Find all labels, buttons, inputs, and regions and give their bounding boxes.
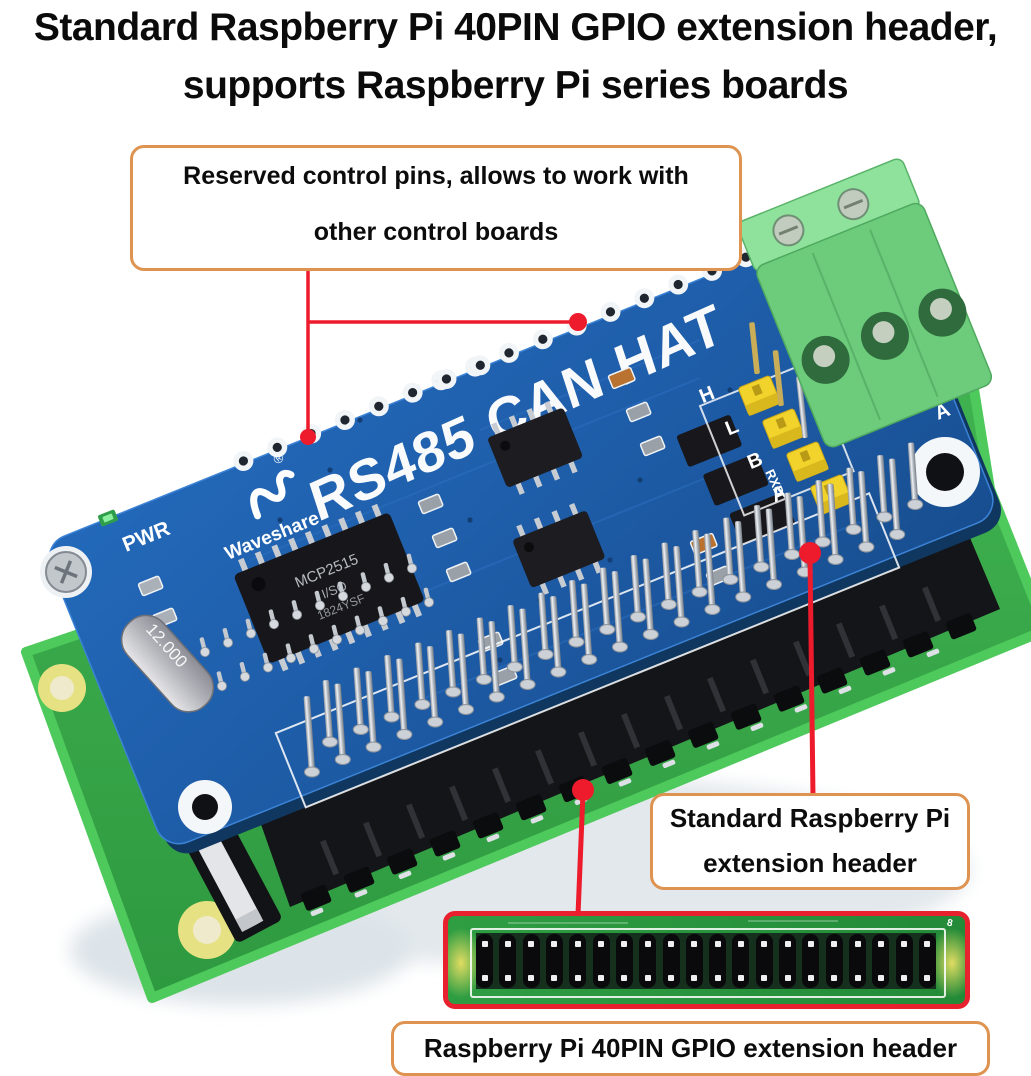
callout-reserved-pins: Reserved control pins, allows to work wi…	[130, 145, 742, 271]
hat-mount-hole-right	[910, 437, 980, 507]
header-pin-column	[499, 934, 517, 988]
header-pin-column	[732, 934, 750, 988]
gpio-header-inset-photo: 8	[443, 911, 970, 1009]
screw-terminal	[737, 158, 993, 448]
hat-board: RS485 CAN HAT ® Waveshare PWR	[40, 158, 1002, 854]
header-pin-column	[476, 934, 493, 988]
header-pin-column	[685, 934, 703, 988]
header-pin-column	[545, 934, 563, 988]
gpio-pins-back-row	[322, 442, 924, 748]
callout-text: extension header	[703, 848, 917, 878]
header-pin-column	[825, 934, 843, 988]
reserved-pin-holes-row-lower	[233, 355, 491, 472]
page-title-line-1: Standard Raspberry Pi 40PIN GPIO extensi…	[33, 6, 998, 49]
optocoupler-chips	[676, 415, 795, 545]
page-title-line-2: supports Raspberry Pi series boards	[182, 64, 849, 107]
callout-text: other control boards	[313, 218, 559, 246]
silkscreen-outline	[470, 928, 946, 998]
header-pin-column	[709, 934, 727, 988]
hat-mount-hole-left	[178, 780, 232, 834]
header-pin-column	[872, 934, 890, 988]
pi-edge-castellations	[310, 648, 940, 917]
gpio-pins-front-row	[303, 458, 906, 778]
hat-mount-screw	[40, 546, 92, 598]
gpio-header-separators	[320, 586, 942, 876]
header-pin-column	[755, 934, 773, 988]
callout-text: Reserved control pins, allows to work wi…	[183, 162, 689, 190]
gpio-header-teeth	[300, 613, 977, 911]
jumper-caps	[738, 375, 853, 515]
header-pin-column	[639, 934, 657, 988]
pcb-trace	[748, 920, 838, 922]
callout-gpio-header: Raspberry Pi 40PIN GPIO extension header	[391, 1021, 990, 1076]
header-pin-column	[592, 934, 610, 988]
header-pin-column	[779, 934, 797, 988]
transceiver-chip-2	[513, 503, 605, 596]
header-pin-column	[802, 934, 820, 988]
header-pin-column	[662, 934, 680, 988]
header-pin-column	[918, 934, 936, 988]
header-pin-column	[615, 934, 633, 988]
jumper-pins	[749, 322, 808, 439]
header-pin-column	[522, 934, 540, 988]
transceiver-chip-1	[488, 401, 583, 495]
header-pin-column	[895, 934, 913, 988]
header-pin-column	[849, 934, 866, 988]
female-header-bar	[476, 933, 936, 989]
header-pin-column	[569, 934, 587, 988]
callout-text: Standard Raspberry Pi	[669, 803, 951, 833]
pcb-trace	[508, 922, 628, 924]
callout-standard-header: Standard Raspberry Pi extension header	[650, 793, 970, 890]
callout-text: Raspberry Pi 40PIN GPIO extension header	[423, 1033, 958, 1063]
power-led-icon	[98, 509, 118, 527]
solder-pin-nubs	[199, 553, 434, 691]
